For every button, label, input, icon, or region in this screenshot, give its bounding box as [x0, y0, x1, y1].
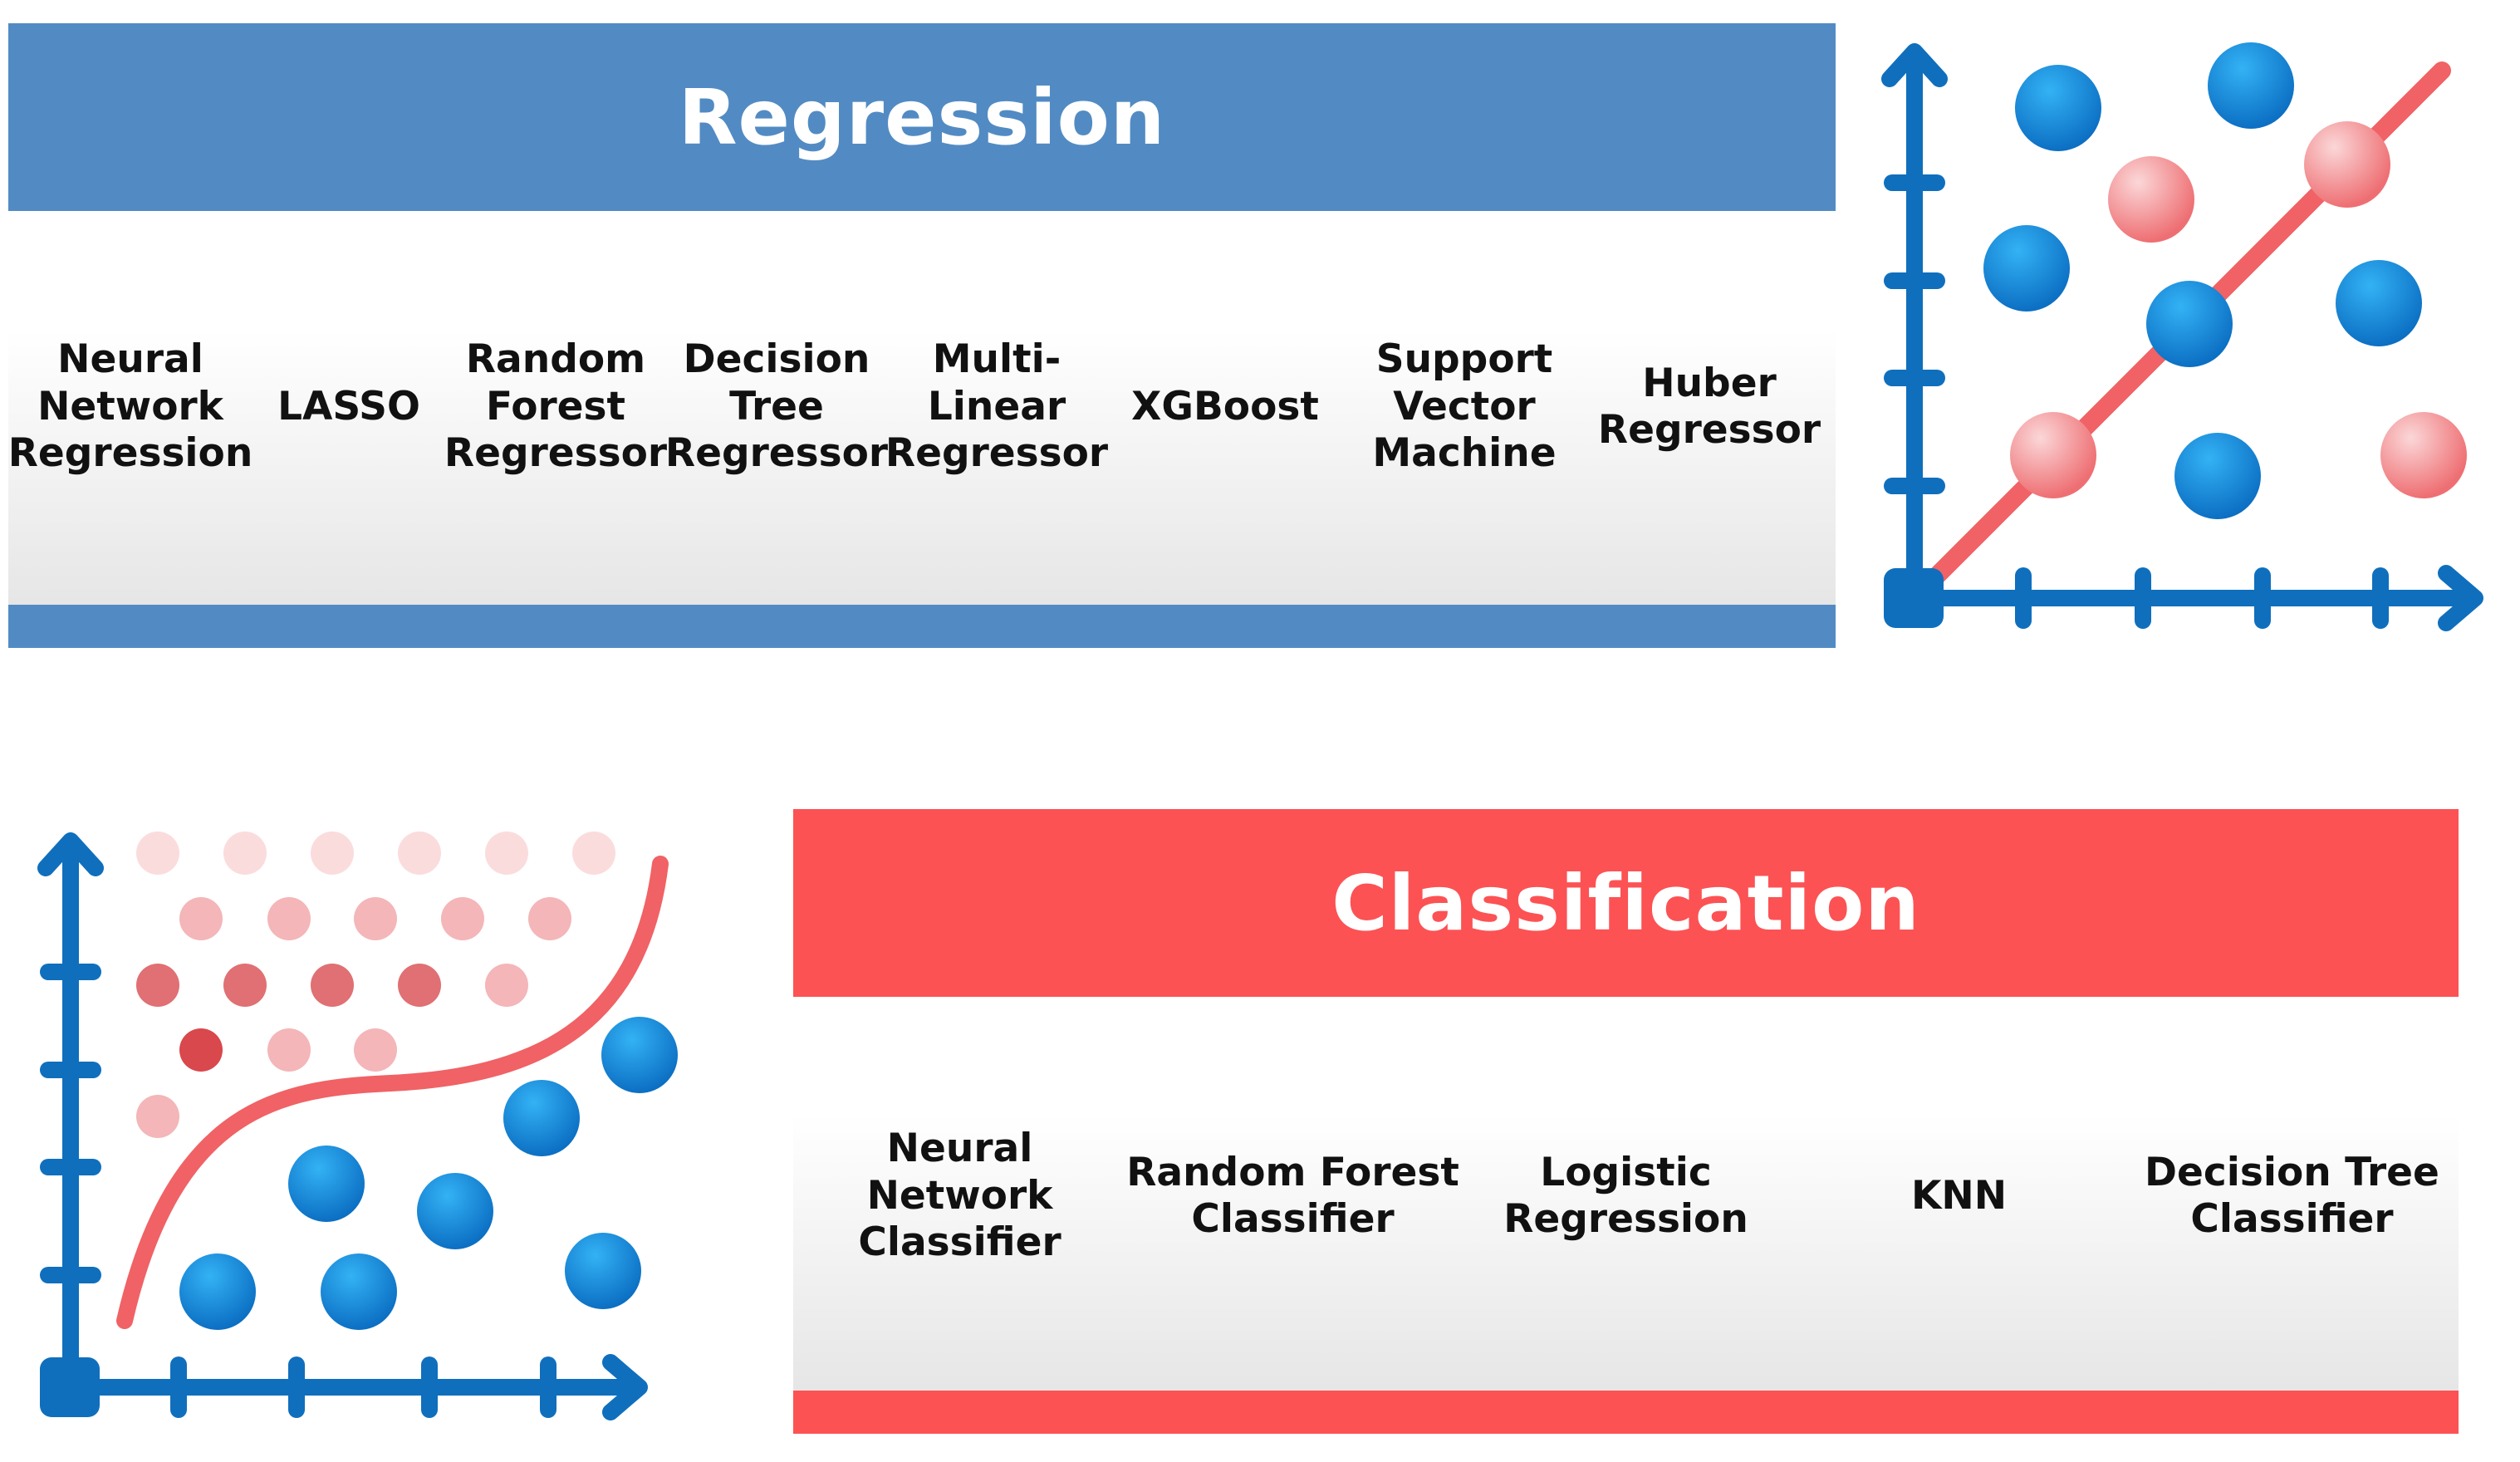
red-point	[136, 964, 179, 1007]
regression-item: Neural Network Regression	[7, 324, 253, 490]
red-point	[136, 1095, 179, 1138]
scatter-with-trend-line-icon	[1881, 42, 2483, 631]
classification-item-label: KNN	[1910, 1172, 2008, 1219]
classification-panel	[793, 997, 2459, 1391]
blue-point	[288, 1146, 365, 1222]
blue-point	[2208, 42, 2294, 129]
classification-banner: Classification	[793, 809, 2459, 997]
red-point	[223, 832, 267, 875]
red-point	[2304, 121, 2390, 208]
regression-item: Huber Regressor	[1585, 324, 1834, 490]
classification-item: Random Forest Classifier	[1126, 1113, 1459, 1279]
regression-item-label: Neural Network Regression	[7, 336, 253, 477]
red-point	[267, 897, 311, 940]
regression-item: XGBoost	[1106, 324, 1344, 490]
regression-banner: Regression	[8, 23, 1836, 211]
blue-point	[321, 1253, 397, 1330]
classification-item: KNN	[1792, 1113, 2125, 1279]
blue-point	[179, 1253, 256, 1330]
x-axis-arrow	[602, 1354, 648, 1420]
classification-title: Classification	[1331, 858, 1920, 948]
regression-item-label: Support Vector Machine	[1372, 336, 1557, 477]
red-point	[2108, 156, 2194, 243]
regression-footer-bar	[8, 605, 1836, 648]
red-point	[398, 964, 441, 1007]
blue-point	[601, 1017, 678, 1093]
regression-item-label: Huber Regressor	[1597, 360, 1821, 453]
regression-item: Random Forest Regressor	[444, 324, 668, 490]
blue-point	[1983, 225, 2070, 312]
regression-item-label: XGBoost	[1131, 383, 1319, 429]
regression-item: LASSO	[252, 324, 445, 490]
blue-point	[503, 1080, 580, 1156]
classification-item-label: Random Forest Classifier	[1126, 1149, 1459, 1242]
x-axis-arrow	[2438, 565, 2483, 631]
blue-point	[2336, 260, 2422, 346]
red-point	[136, 832, 179, 875]
regression-item-label: Multi- Linear Regressor	[885, 336, 1109, 477]
regression-item: Support Vector Machine	[1344, 324, 1585, 490]
red-point	[354, 897, 397, 940]
red-point	[485, 832, 528, 875]
regression-item-label: LASSO	[277, 383, 420, 429]
y-axis-arrow	[37, 832, 104, 876]
blue-point	[2146, 281, 2233, 367]
regression-item-label: Decision Tree Regressor	[664, 336, 889, 477]
classification-item-label: Logistic Regression	[1503, 1149, 1748, 1242]
y-axis-arrow	[1881, 43, 1948, 87]
classification-item: Decision Tree Classifier	[2125, 1113, 2459, 1279]
scatter-with-decision-boundary-icon	[37, 832, 678, 1420]
red-point	[311, 964, 354, 1007]
red-point	[354, 1028, 397, 1072]
regression-item: Decision Tree Regressor	[664, 324, 889, 490]
blue-point	[2174, 433, 2261, 519]
regression-panel	[8, 211, 1836, 605]
classification-footer-bar	[793, 1391, 2459, 1434]
decision-boundary-curve	[116, 856, 669, 1329]
red-point	[179, 1028, 223, 1072]
regression-item-label: Random Forest Regressor	[444, 336, 668, 477]
red-point	[2380, 412, 2467, 498]
red-point	[485, 964, 528, 1007]
red-point	[441, 897, 484, 940]
red-point	[223, 964, 267, 1007]
blue-point	[417, 1173, 493, 1249]
red-class-points	[136, 832, 615, 1138]
red-point	[2010, 412, 2096, 498]
regression-item: Multi- Linear Regressor	[885, 324, 1109, 490]
origin-square	[1884, 568, 1944, 628]
classification-item-label: Decision Tree Classifier	[2145, 1149, 2439, 1242]
red-point	[311, 832, 354, 875]
origin-square	[40, 1357, 100, 1417]
red-point	[179, 897, 223, 940]
classification-item: Logistic Regression	[1459, 1113, 1792, 1279]
red-point	[528, 897, 571, 940]
blue-point	[565, 1233, 641, 1309]
blue-class-points	[179, 1017, 678, 1330]
classification-item: Neural Network Classifier	[793, 1113, 1126, 1279]
classification-item-label: Neural Network Classifier	[858, 1126, 1061, 1266]
red-point	[572, 832, 615, 875]
red-point	[398, 832, 441, 875]
blue-point	[2015, 65, 2101, 151]
regression-title: Regression	[678, 72, 1166, 162]
red-point	[267, 1028, 311, 1072]
